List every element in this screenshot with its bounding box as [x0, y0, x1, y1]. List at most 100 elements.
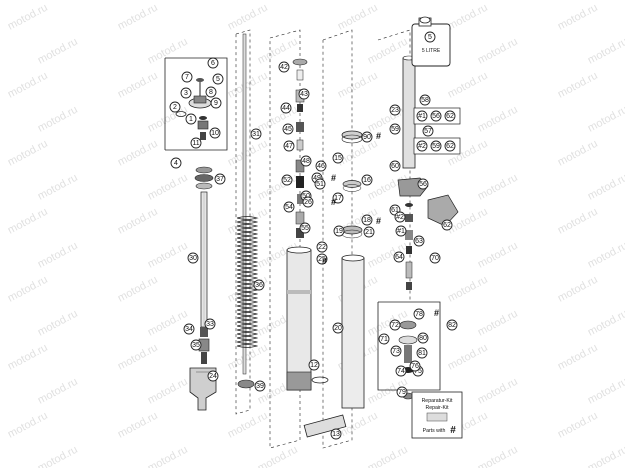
watermark-text: motod.ru: [116, 2, 160, 33]
group-callout-number: #1: [418, 113, 426, 120]
callout-number: 58: [421, 97, 429, 104]
callout-marker: 71: [378, 333, 390, 345]
watermark-text: motod.ru: [116, 342, 160, 373]
callout-marker: 47: [283, 140, 295, 152]
callout-number: 79: [398, 389, 406, 396]
callout-number: 10: [211, 130, 219, 137]
watermark-text: motod.ru: [556, 206, 600, 237]
callout-number: 72: [391, 322, 399, 329]
watermark-text: motod.ru: [146, 172, 190, 203]
watermark-text: motod.ru: [446, 342, 490, 373]
callout-number: 82: [448, 322, 456, 329]
callout-marker: 21: [363, 226, 375, 238]
callout-number: 18: [363, 217, 371, 224]
callout-marker: 26: [302, 196, 314, 208]
callout-number: 17: [334, 195, 342, 202]
callout-marker: 39: [254, 380, 266, 392]
callout-marker: 46: [315, 160, 327, 172]
watermark-text: motod.ru: [366, 444, 410, 468]
callout-number: 90: [363, 134, 371, 141]
watermark-text: motod.ru: [116, 410, 160, 441]
callout-marker: 78: [413, 308, 425, 320]
callout-marker: 24: [207, 370, 219, 382]
watermark-text: motod.ru: [36, 240, 80, 271]
callout-marker: 35: [190, 339, 202, 351]
watermark-text: motod.ru: [146, 444, 190, 468]
callout-number: 78: [415, 311, 423, 318]
callout-marker: 63: [413, 235, 425, 247]
callout-number: 2: [173, 104, 177, 111]
callout-marker: 57: [422, 125, 434, 137]
callout-number: 11: [192, 140, 199, 147]
callout-marker: 37: [214, 173, 226, 185]
spring-column: [236, 33, 259, 389]
watermark-text: motod.ru: [556, 138, 600, 169]
group-callout: #2: [416, 140, 428, 152]
callout-number: 24: [209, 373, 217, 380]
watermark-text: motod.ru: [586, 240, 625, 271]
watermark-text: motod.ru: [36, 444, 80, 468]
callout-marker: 4: [170, 157, 182, 169]
watermark-text: motod.ru: [586, 104, 625, 135]
kit-hash-mark: #: [434, 308, 439, 318]
callout-number: 55: [301, 225, 309, 232]
watermark-text: motod.ru: [36, 308, 80, 339]
watermark-text: motod.ru: [6, 138, 50, 169]
callout-marker: 44: [280, 102, 292, 114]
kit-hash-mark: #: [322, 256, 327, 266]
callout-marker: 64: [393, 251, 405, 263]
watermark-text: motod.ru: [146, 240, 190, 271]
callout-marker: 30: [187, 252, 199, 264]
callout-number: 59: [391, 126, 399, 133]
callout-marker: 79: [396, 386, 408, 398]
column-frames: [235, 29, 411, 449]
callout-number: 50: [302, 193, 310, 200]
callout-number: 49: [313, 175, 321, 182]
callout-marker: 6: [207, 57, 219, 69]
callout-marker: 80: [417, 332, 429, 344]
callout-marker: 56: [417, 178, 429, 190]
callout-marker: 16: [361, 174, 373, 186]
callout-marker: 25: [316, 253, 328, 265]
callout-number: 19: [335, 228, 343, 235]
callout-number: 39: [256, 383, 264, 390]
callout-marker: 90: [361, 131, 373, 143]
watermark-text: motod.ru: [36, 172, 80, 203]
watermark-text: motod.ru: [446, 274, 490, 305]
watermark-text: motod.ru: [476, 444, 520, 468]
callout-marker: 55: [299, 222, 311, 234]
watermark-text: motod.ru: [336, 2, 380, 33]
right-valve-inset: [377, 301, 441, 400]
callout-marker: 18: [361, 214, 373, 226]
callout-number: 45: [284, 126, 292, 133]
callout-number: 23: [391, 107, 399, 114]
callout-number: 47: [285, 143, 293, 150]
kit-hash-mark: #: [376, 216, 381, 226]
callout-number: 56: [419, 181, 427, 188]
callout-number: 12: [310, 362, 318, 369]
callout-number: 52: [283, 177, 291, 184]
watermark-text: motod.ru: [146, 376, 190, 407]
callout-marker: 36: [253, 279, 265, 291]
callout-number: 64: [395, 254, 403, 261]
watermark-text: motod.ru: [146, 104, 190, 135]
callout-marker: 59: [389, 123, 401, 135]
callout-number: 51: [316, 181, 324, 188]
watermark-text: motod.ru: [116, 206, 160, 237]
watermark-text: motod.ru: [476, 240, 520, 271]
watermark-text: motod.ru: [226, 342, 270, 373]
callout-number: 30: [189, 255, 197, 262]
callout-number: 81: [418, 350, 426, 357]
callout-marker: #2: [394, 211, 406, 223]
watermark-text: motod.ru: [256, 172, 300, 203]
watermark-text: motod.ru: [226, 70, 270, 101]
callout-number: #1: [397, 228, 405, 235]
callout-number: 36: [255, 282, 263, 289]
callout-marker: 42: [278, 61, 290, 73]
callout-number: 33: [206, 321, 214, 328]
watermark-text: motod.ru: [586, 36, 625, 67]
callout-marker: 19: [333, 225, 345, 237]
watermark-text: motod.ru: [116, 138, 160, 169]
watermark-text: motod.ru: [476, 104, 520, 135]
